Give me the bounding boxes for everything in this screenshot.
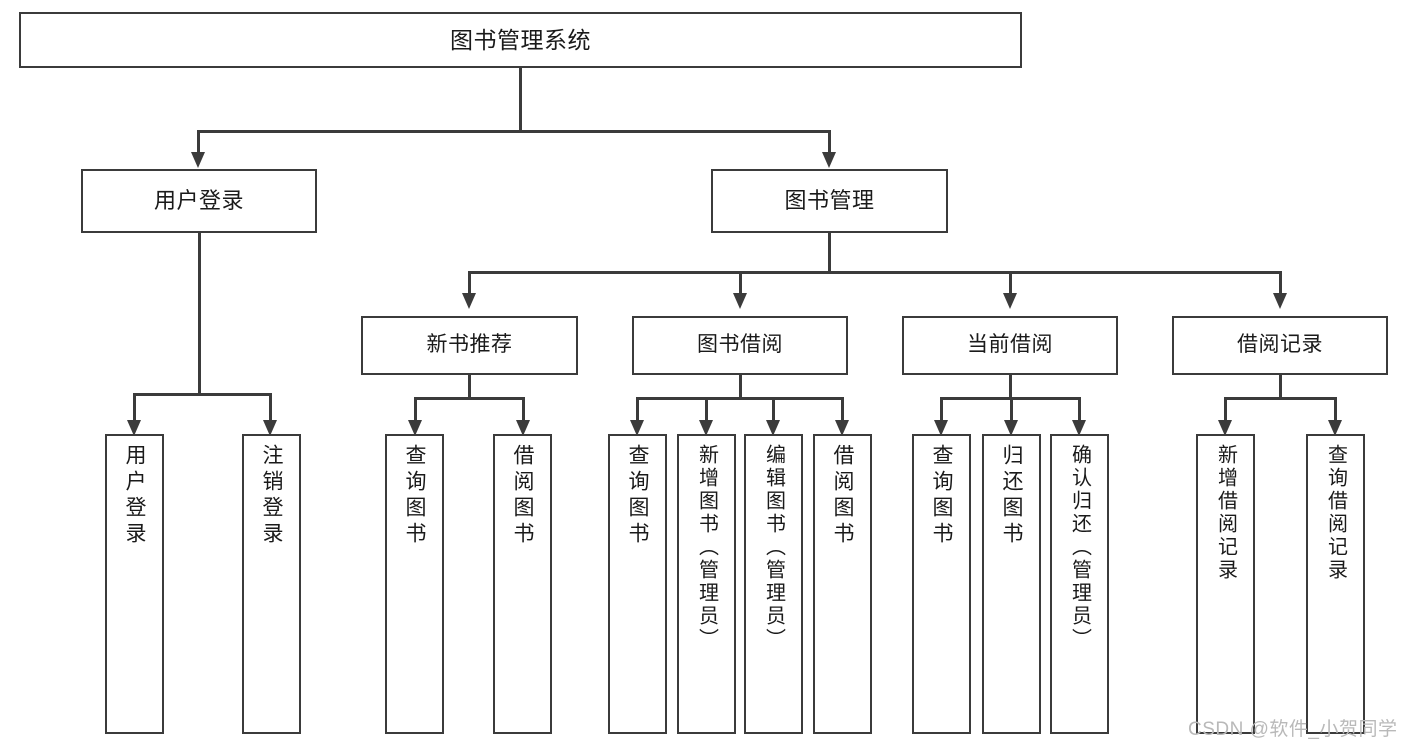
node-label: 当前借阅 — [967, 333, 1053, 357]
node-label: 编辑图书（管理员） — [762, 444, 785, 651]
node-label: 注销登录 — [260, 444, 283, 548]
connector-book-borrow-leaf4 — [841, 397, 844, 422]
arrowhead-book-borrow-leaf1 — [630, 420, 644, 436]
connector-level2-bus — [197, 130, 829, 133]
connector-borrow-record-bus — [1224, 397, 1336, 400]
leaf-borrow-record-add[interactable]: 新增借阅记录 — [1196, 434, 1255, 734]
connector-new-book-trunk — [468, 375, 471, 399]
leaf-current-borrow-query[interactable]: 查询图书 — [912, 434, 971, 734]
arrowhead-book-borrow-leaf2 — [699, 420, 713, 436]
connector-current-borrow-trunk — [1009, 375, 1012, 399]
node-user-login[interactable]: 用户登录 — [81, 169, 317, 233]
node-borrow-record[interactable]: 借阅记录 — [1172, 316, 1388, 375]
leaf-current-borrow-return[interactable]: 归还图书 — [982, 434, 1041, 734]
connector-to-current-borrow — [1009, 271, 1012, 295]
connector-new-book-bus — [414, 397, 524, 400]
connector-borrow-record-trunk — [1279, 375, 1282, 399]
connector-user-login-bus — [133, 393, 271, 396]
arrowhead-book-borrow-leaf3 — [766, 420, 780, 436]
leaf-new-book-borrow[interactable]: 借阅图书 — [493, 434, 552, 734]
connector-new-book-leaf2 — [522, 397, 525, 422]
arrowhead-user-login-leaf1 — [127, 420, 141, 436]
node-label: 图书管理 — [784, 188, 875, 214]
node-label: 查询图书 — [930, 444, 953, 548]
arrowhead-borrow-record — [1273, 293, 1287, 309]
arrowhead-book-borrow-leaf4 — [835, 420, 849, 436]
node-label: 借阅图书 — [831, 444, 854, 548]
node-book-borrow[interactable]: 图书借阅 — [632, 316, 848, 375]
connector-level3-bus — [468, 271, 1280, 274]
connector-user-login-leaf1 — [133, 393, 136, 423]
connector-to-book-borrow — [739, 271, 742, 295]
node-label: 查询图书 — [626, 444, 649, 548]
connector-user-login-trunk — [198, 233, 201, 395]
arrowhead-current-borrow-leaf1 — [934, 420, 948, 436]
connector-new-book-leaf1 — [414, 397, 417, 422]
node-label: 查询借阅记录 — [1324, 444, 1347, 582]
connector-to-borrow-record — [1279, 271, 1282, 295]
node-label: 确认归还（管理员） — [1068, 444, 1091, 651]
leaf-book-borrow-add[interactable]: 新增图书（管理员） — [677, 434, 736, 734]
leaf-borrow-record-query[interactable]: 查询借阅记录 — [1306, 434, 1365, 734]
connector-to-book-manage — [828, 130, 831, 155]
node-label: 借阅记录 — [1237, 333, 1323, 357]
connector-to-new-book — [468, 271, 471, 295]
arrowhead-current-borrow — [1003, 293, 1017, 309]
connector-book-borrow-leaf1 — [636, 397, 639, 422]
connector-book-borrow-trunk — [739, 375, 742, 399]
connector-root-trunk — [519, 68, 522, 130]
leaf-book-borrow-edit[interactable]: 编辑图书（管理员） — [744, 434, 803, 734]
connector-current-borrow-leaf3 — [1078, 397, 1081, 422]
node-label: 查询图书 — [403, 444, 426, 548]
node-label: 新增借阅记录 — [1214, 444, 1237, 582]
leaf-user-login-logout[interactable]: 注销登录 — [242, 434, 301, 734]
leaf-new-book-query[interactable]: 查询图书 — [385, 434, 444, 734]
connector-borrow-record-leaf1 — [1224, 397, 1227, 422]
node-label: 新增图书（管理员） — [695, 444, 718, 651]
arrowhead-new-book-leaf1 — [408, 420, 422, 436]
connector-user-login-leaf2 — [269, 393, 272, 423]
connector-current-borrow-leaf2 — [1010, 397, 1013, 422]
arrowhead-borrow-record-leaf1 — [1218, 420, 1232, 436]
leaf-book-borrow-query[interactable]: 查询图书 — [608, 434, 667, 734]
connector-borrow-record-leaf2 — [1334, 397, 1337, 422]
arrowhead-new-book — [462, 293, 476, 309]
node-new-book-recommend[interactable]: 新书推荐 — [361, 316, 578, 375]
node-label: 归还图书 — [1000, 444, 1023, 548]
node-label: 图书借阅 — [697, 333, 783, 357]
connector-book-borrow-leaf3 — [772, 397, 775, 422]
arrowhead-borrow-record-leaf2 — [1328, 420, 1342, 436]
leaf-current-borrow-confirm-return[interactable]: 确认归还（管理员） — [1050, 434, 1109, 734]
node-root-system[interactable]: 图书管理系统 — [19, 12, 1022, 68]
csdn-watermark: CSDN @软件_小贺同学 — [1188, 719, 1398, 740]
arrowhead-current-borrow-leaf3 — [1072, 420, 1086, 436]
leaf-book-borrow-borrow[interactable]: 借阅图书 — [813, 434, 872, 734]
node-label: 用户登录 — [153, 188, 244, 214]
arrowhead-book-manage — [822, 152, 836, 168]
leaf-user-login-login[interactable]: 用户登录 — [105, 434, 164, 734]
arrowhead-user-login — [191, 152, 205, 168]
node-current-borrow[interactable]: 当前借阅 — [902, 316, 1118, 375]
arrowhead-current-borrow-leaf2 — [1004, 420, 1018, 436]
connector-book-manage-trunk — [828, 233, 831, 272]
node-book-management[interactable]: 图书管理 — [711, 169, 948, 233]
connector-current-borrow-leaf1 — [940, 397, 943, 422]
arrowhead-book-borrow — [733, 293, 747, 309]
node-label: 用户登录 — [123, 444, 146, 548]
connector-book-borrow-leaf2 — [705, 397, 708, 422]
arrowhead-user-login-leaf2 — [263, 420, 277, 436]
connector-book-borrow-bus — [636, 397, 844, 400]
connector-to-user-login — [197, 130, 200, 155]
node-label: 图书管理系统 — [450, 26, 591, 53]
node-label: 借阅图书 — [511, 444, 534, 548]
node-label: 新书推荐 — [426, 333, 513, 357]
arrowhead-new-book-leaf2 — [516, 420, 530, 436]
